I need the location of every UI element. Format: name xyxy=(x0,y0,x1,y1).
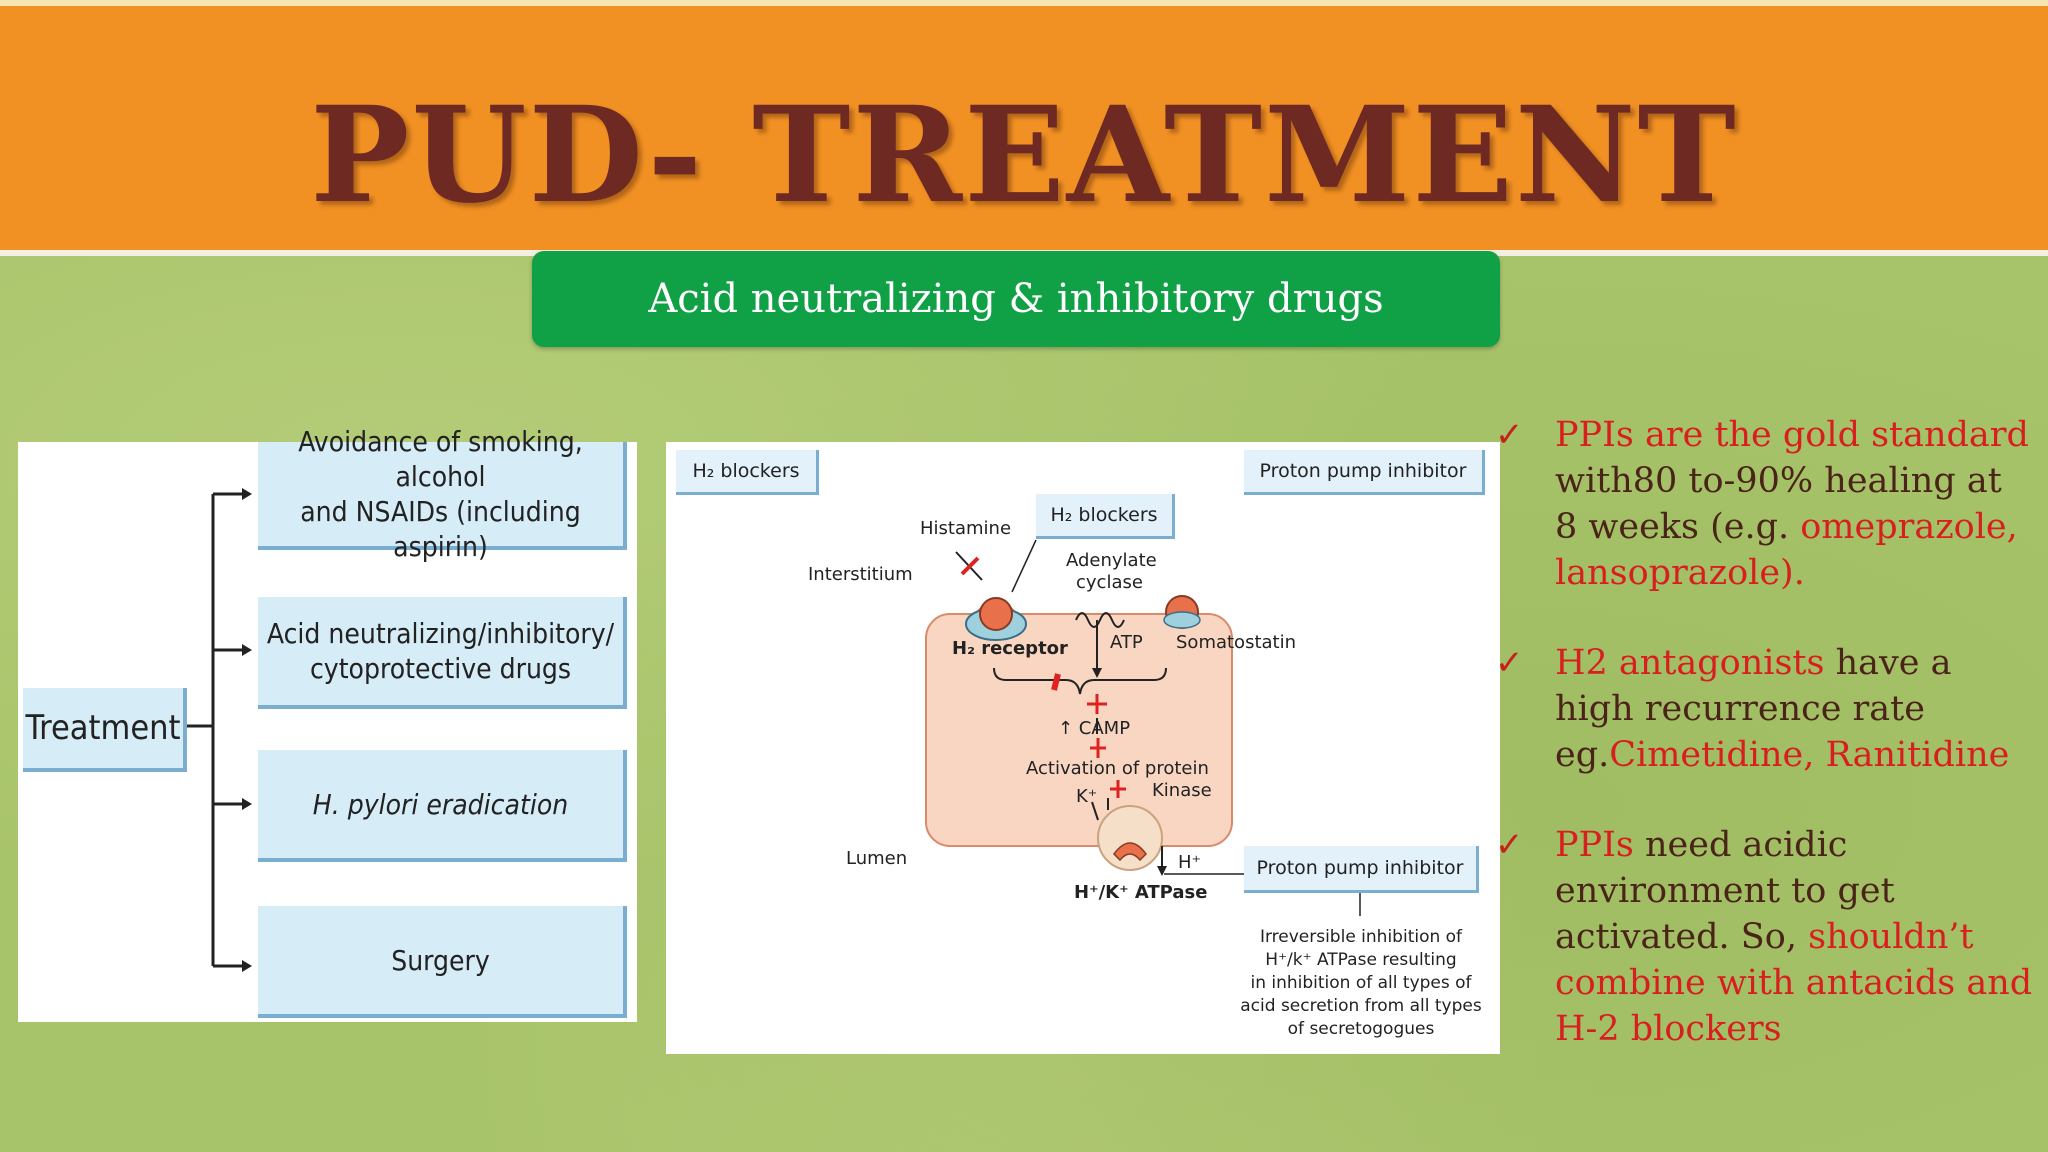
ppi-tag-top: Proton pump inhibitor xyxy=(1244,450,1485,495)
flow-item-hpylori: H. pylori eradication xyxy=(258,750,627,862)
flow-item-acid-drugs-line1: Acid neutralizing/inhibitory/ xyxy=(266,617,615,650)
lumen-label: Lumen xyxy=(846,848,908,869)
ppi-note-line: Irreversible inhibition of xyxy=(1259,927,1463,947)
bullet-highlight: H2 antagonists xyxy=(1555,643,1825,683)
bullet-highlight: omeprazole, lansoprazole). xyxy=(1555,507,2018,593)
ppi-tag-mid-label: Proton pump inhibitor xyxy=(1256,857,1464,879)
ppi-tag-top-label: Proton pump inhibitor xyxy=(1259,460,1467,482)
ppi-note: Irreversible inhibition of H⁺/k⁺ ATPase … xyxy=(1226,926,1496,1041)
bullet-item-ppi-gold-standard: ✓ PPIs are the gold standard with80 to-9… xyxy=(1495,412,2035,596)
histamine-label: Histamine xyxy=(920,518,1012,539)
interstitium-label: Interstitium xyxy=(808,564,913,585)
parietal-cell-diagram: H₂ blockers Proton pump inhibitor H₂ blo… xyxy=(666,442,1500,1054)
flow-item-acid-drugs: Acid neutralizing/inhibitory/ cytoprotec… xyxy=(258,597,627,709)
h2-blockers-tag-mid: H₂ blockers xyxy=(1036,494,1175,539)
k-plus-label: K⁺ xyxy=(1076,786,1098,807)
bullet-text: with80 to-90% healing at 8 weeks (e.g. xyxy=(1555,461,2002,547)
bullet-highlight: Cimetidine, Ranitidine xyxy=(1609,735,2010,775)
flow-item-acid-drugs-line2: cytoprotective drugs xyxy=(309,652,572,685)
h2-receptor-label: H₂ receptor xyxy=(952,638,1068,659)
ppi-note-line: acid secretion from all types xyxy=(1240,996,1482,1016)
flow-item-surgery-label: Surgery xyxy=(391,943,490,977)
bullet-highlight: PPIs are the gold standard xyxy=(1555,415,2029,455)
activation-label: Activation of protein xyxy=(1026,758,1209,779)
title-band xyxy=(0,6,2048,250)
bullet-highlight: shouldn’t combine with antacids and H-2 … xyxy=(1555,917,2033,1049)
treatment-flowchart: Treatment Avoidance of smoking, alcohol … xyxy=(18,425,637,1022)
flow-item-hpylori-label: H. pylori eradication xyxy=(312,787,569,821)
bullet-item-h2-antagonists: ✓ H2 antagonists have a high recurrence … xyxy=(1495,640,2035,778)
flow-item-avoidance-line2: and NSAIDs (including aspirin) xyxy=(300,495,581,563)
somatostatin-label: Somatostatin xyxy=(1176,632,1297,653)
h2-blockers-tag-top-label: H₂ blockers xyxy=(692,460,800,482)
bullet-item-ppi-acidic: ✓ PPIs need acidic environment to get ac… xyxy=(1495,822,2035,1052)
bullet-highlight: PPIs xyxy=(1555,825,1634,865)
h2-blockers-tag-top: H₂ blockers xyxy=(676,450,819,495)
treatment-root-label: Treatment xyxy=(25,707,181,748)
kinase-label: Kinase xyxy=(1152,780,1212,801)
top-strip xyxy=(0,0,2048,6)
ppi-note-line: H⁺/k⁺ ATPase resulting xyxy=(1265,950,1457,970)
subtitle-banner: Acid neutralizing & inhibitory drugs xyxy=(532,251,1500,347)
flow-item-avoidance-line1: Avoidance of smoking, alcohol xyxy=(298,425,583,493)
bullet-text: have a high recurrence rate eg. xyxy=(1555,643,1952,775)
atp-label: ATP xyxy=(1110,632,1143,653)
flowchart-connectors xyxy=(186,488,252,972)
cyclase-label: cyclase xyxy=(1076,572,1143,593)
slide-title: PUD- TREATMENT xyxy=(310,78,1738,233)
ppi-note-line: in inhibition of all types of xyxy=(1250,973,1472,993)
treatment-root-box: Treatment xyxy=(23,688,187,772)
cell-diagram-graphics xyxy=(925,539,1361,916)
checkmark-icon: ✓ xyxy=(1495,415,1524,455)
checkmark-icon: ✓ xyxy=(1495,825,1524,865)
subtitle-text: Acid neutralizing & inhibitory drugs xyxy=(648,276,1384,322)
bullet-text: need acidic environment to get activated… xyxy=(1555,825,1895,957)
h2-blockers-tag-mid-label: H₂ blockers xyxy=(1050,504,1158,526)
bullet-list: ✓ PPIs are the gold standard with80 to-9… xyxy=(1495,412,2035,1096)
checkmark-icon: ✓ xyxy=(1495,643,1524,683)
atpase-label: H⁺/K⁺ ATPase xyxy=(1074,882,1208,903)
ppi-note-line: of secretogogues xyxy=(1287,1019,1435,1039)
flow-item-surgery: Surgery xyxy=(258,906,627,1018)
ppi-tag-mid: Proton pump inhibitor xyxy=(1244,846,1479,893)
flow-item-avoidance: Avoidance of smoking, alcohol and NSAIDs… xyxy=(258,425,627,563)
adenylate-label: Adenylate xyxy=(1066,550,1157,571)
h-plus-label: H⁺ xyxy=(1178,852,1202,873)
camp-label: ↑ CAMP xyxy=(1058,718,1131,739)
